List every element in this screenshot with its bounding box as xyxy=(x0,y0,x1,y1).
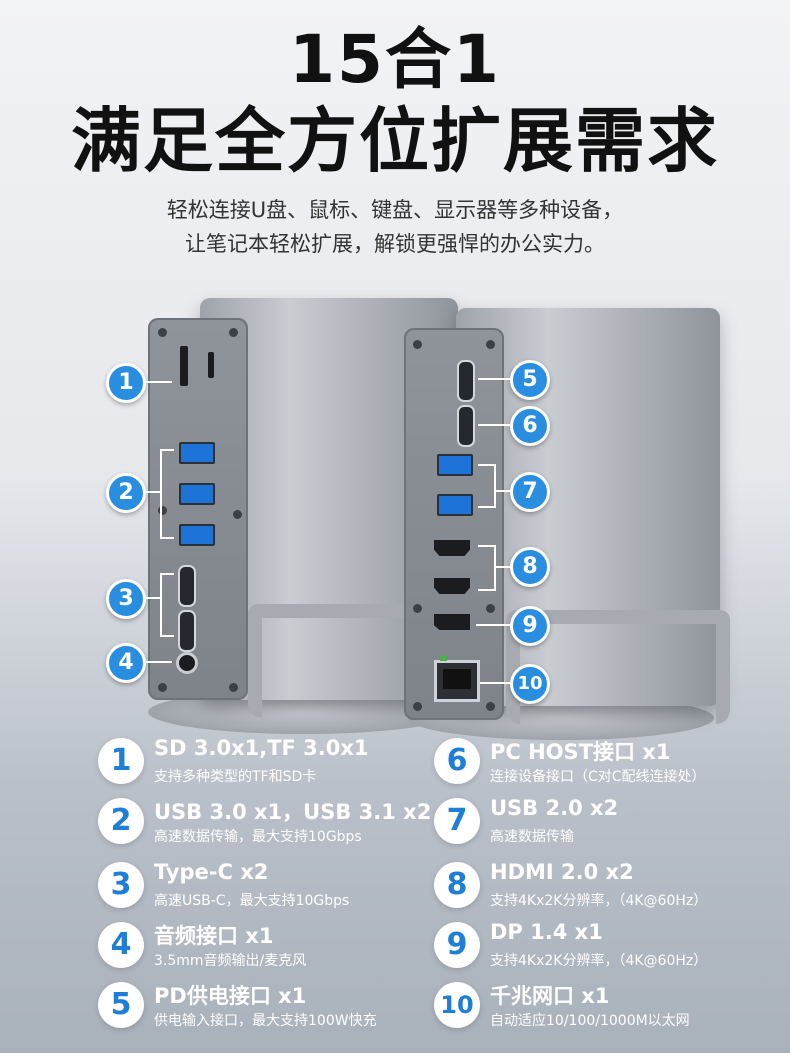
ethernet-led xyxy=(440,656,447,661)
screw xyxy=(229,683,238,692)
spec-description: 连接设备接口（C对C配线连接处） xyxy=(490,769,706,785)
tf-card-slot xyxy=(208,352,214,378)
hdmi-port xyxy=(434,578,470,594)
screw xyxy=(158,683,167,692)
callout-line xyxy=(494,566,510,568)
callout-line xyxy=(146,597,160,599)
spec-title: PD供电接口 x1 xyxy=(154,984,307,1008)
usb-3-port xyxy=(179,483,215,505)
callout-line xyxy=(476,624,510,626)
spec-description: 高速数据传输 xyxy=(490,829,574,845)
screw xyxy=(413,604,422,613)
spec-item-dp: 9 DP 1.4 x1 支持4Kx2K分辨率，（4K@60Hz） xyxy=(434,920,784,978)
callout-line xyxy=(478,424,510,426)
spec-description: 高速USB-C，最大支持10Gbps xyxy=(154,893,350,909)
headline-title: 15合1 xyxy=(289,21,501,98)
usb-2-port xyxy=(437,494,473,516)
callout-badge: 9 xyxy=(510,606,550,646)
callout-badge: 1 xyxy=(106,363,146,403)
spec-description: 高速数据传输，最大支持10Gbps xyxy=(154,829,362,845)
screw xyxy=(486,604,495,613)
screw xyxy=(233,510,242,519)
description-line-1: 轻松连接U盘、鼠标、键盘、显示器等多种设备， xyxy=(166,198,624,222)
spec-number: 3 xyxy=(98,862,144,908)
spec-title: 音频接口 x1 xyxy=(154,924,274,948)
callout-bracket xyxy=(478,464,496,508)
usb-3-port xyxy=(179,524,215,546)
spec-title: SD 3.0x1,TF 3.0x1 xyxy=(154,736,369,760)
callout-line xyxy=(146,661,172,663)
callout-badge: 10 xyxy=(510,664,550,704)
ethernet-port xyxy=(434,660,480,702)
spec-title: DP 1.4 x1 xyxy=(490,920,603,944)
callout-line xyxy=(146,381,172,383)
spec-number: 6 xyxy=(434,738,480,784)
usb-2-port xyxy=(437,454,473,476)
callout-badge: 8 xyxy=(510,547,550,587)
spec-description: 支持4Kx2K分辨率，（4K@60Hz） xyxy=(490,953,708,969)
type-c-port xyxy=(178,610,196,652)
callout-line xyxy=(478,378,510,380)
spec-item-sd-tf: 1 SD 3.0x1,TF 3.0x1 支持多种类型的TF和SD卡 xyxy=(98,736,448,794)
spec-title: Type-C x2 xyxy=(154,860,269,884)
callout-badge: 4 xyxy=(106,643,146,683)
spec-description: 支持4Kx2K分辨率，（4K@60Hz） xyxy=(490,893,708,909)
spec-item-usb2: 7 USB 2.0 x2 高速数据传输 xyxy=(434,796,784,854)
callout-line xyxy=(146,491,160,493)
spec-number: 7 xyxy=(434,798,480,844)
spec-number: 1 xyxy=(98,738,144,784)
callout-line xyxy=(480,682,510,684)
screw xyxy=(413,340,422,349)
displayport-port xyxy=(434,614,470,630)
spec-number: 2 xyxy=(98,798,144,844)
spec-title: PC HOST接口 x1 xyxy=(490,740,671,764)
pc-host-port xyxy=(457,405,475,447)
spec-description: 3.5mm音频输出/麦克风 xyxy=(154,953,307,969)
screw xyxy=(158,328,167,337)
spec-description: 支持多种类型的TF和SD卡 xyxy=(154,769,317,785)
spec-title: 千兆网口 x1 xyxy=(490,984,610,1008)
screw xyxy=(413,702,422,711)
right-dock-rear-panel xyxy=(404,328,504,720)
screw xyxy=(486,340,495,349)
spec-item-ethernet: 10 千兆网口 x1 自动适应10/100/1000M以太网 xyxy=(434,982,784,1038)
spec-number: 5 xyxy=(98,982,144,1028)
callout-bracket xyxy=(160,449,174,539)
spec-number: 10 xyxy=(434,982,480,1028)
callout-badge: 3 xyxy=(106,579,146,619)
spec-number: 8 xyxy=(434,862,480,908)
screw xyxy=(486,702,495,711)
spec-description: 自动适应10/100/1000M以太网 xyxy=(490,1013,690,1029)
callout-badge: 6 xyxy=(510,406,550,446)
callout-badge: 7 xyxy=(510,472,550,512)
spec-title: USB 2.0 x2 xyxy=(490,796,619,820)
spec-title: HDMI 2.0 x2 xyxy=(490,860,634,884)
headline-subtitle: 满足全方位扩展需求 xyxy=(71,100,719,182)
callout-badge: 5 xyxy=(510,360,550,400)
spec-number: 9 xyxy=(434,922,480,968)
spec-item-type-c: 3 Type-C x2 高速USB-C，最大支持10Gbps xyxy=(98,860,448,918)
spec-item-usb3: 2 USB 3.0 x1，USB 3.1 x2 高速数据传输，最大支持10Gbp… xyxy=(98,798,448,854)
callout-line xyxy=(494,490,510,492)
spec-item-hdmi: 8 HDMI 2.0 x2 支持4Kx2K分辨率，（4K@60Hz） xyxy=(434,860,784,918)
callout-bracket xyxy=(478,545,496,591)
type-c-port xyxy=(178,565,196,607)
sd-card-slot xyxy=(180,346,188,386)
callout-badge: 2 xyxy=(106,473,146,513)
audio-jack xyxy=(176,652,198,674)
pd-power-port xyxy=(457,360,475,402)
spec-description: 供电输入接口，最大支持100W快充 xyxy=(154,1013,377,1029)
spec-item-pd: 5 PD供电接口 x1 供电输入接口，最大支持100W快充 xyxy=(98,982,448,1038)
description-line-2: 让笔记本轻松扩展，解锁更强悍的办公实力。 xyxy=(185,232,605,256)
screw xyxy=(229,328,238,337)
callout-bracket xyxy=(160,573,174,637)
usb-3-port xyxy=(179,442,215,464)
spec-number: 4 xyxy=(98,922,144,968)
spec-item-pc-host: 6 PC HOST接口 x1 连接设备接口（C对C配线连接处） xyxy=(434,738,784,794)
spec-title: USB 3.0 x1，USB 3.1 x2 xyxy=(154,800,432,824)
hdmi-port xyxy=(434,540,470,556)
screw xyxy=(158,506,167,515)
spec-item-audio: 4 音频接口 x1 3.5mm音频输出/麦克风 xyxy=(98,922,448,978)
